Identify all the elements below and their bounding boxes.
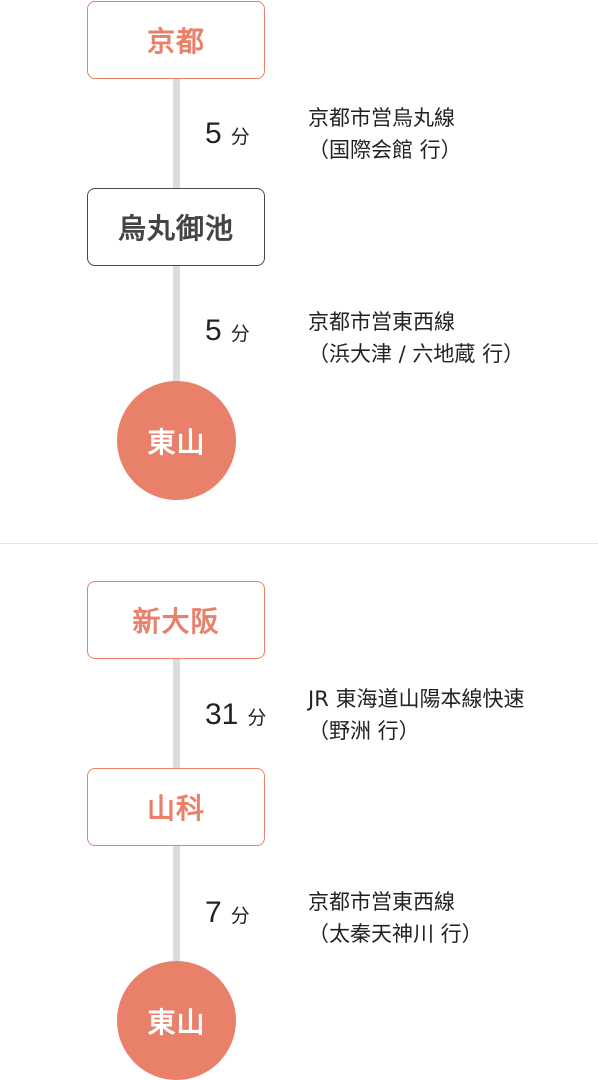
route-b-origin-station: 新大阪 (87, 581, 265, 659)
route-b-leg1-duration: 31 分 (205, 698, 285, 732)
route-a-leg1-direction: （国際会館 行） (308, 138, 462, 162)
route-b-destination-label: 東山 (147, 1005, 206, 1039)
section-divider (0, 543, 598, 544)
route-b-leg2-info: 京都市営東西線 （太秦天神川 行） (308, 886, 483, 950)
route-b-leg2-direction: （太秦天神川 行） (308, 922, 483, 946)
route-a-origin-label: 京都 (146, 25, 205, 58)
route-b-leg2-minutes: 7 (205, 896, 222, 929)
route-a-leg2-unit: 分 (230, 323, 250, 345)
route-a-leg1-duration: 5 分 (205, 117, 285, 151)
route-a-leg2-duration: 5 分 (205, 314, 285, 348)
route-a-transfer-station: 烏丸御池 (87, 188, 265, 266)
route-a-leg1-info: 京都市営烏丸線 （国際会館 行） (308, 102, 462, 166)
route-a-leg1-line: 京都市営烏丸線 (308, 106, 455, 130)
route-b-leg1-unit: 分 (247, 707, 267, 729)
route-a-leg2-direction: （浜大津 / 六地蔵 行） (308, 342, 525, 366)
route-a-leg2-line: 京都市営東西線 (308, 310, 455, 334)
route-b-leg2-unit: 分 (230, 905, 250, 927)
route-b-leg1-info: JR 東海道山陽本線快速 （野洲 行） (308, 683, 524, 747)
route-a-leg2-info: 京都市営東西線 （浜大津 / 六地蔵 行） (308, 306, 524, 370)
route-a-leg2-minutes: 5 (205, 314, 222, 347)
route-b-transfer-label: 山科 (146, 792, 205, 825)
route-b-leg1-minutes: 31 (205, 698, 239, 731)
route-a-leg1-minutes: 5 (205, 117, 222, 150)
route-b-leg1-line: JR 東海道山陽本線快速 (308, 687, 525, 711)
route-b-destination-station: 東山 (117, 961, 236, 1080)
route-a-destination-station: 東山 (117, 381, 236, 500)
route-a-origin-station: 京都 (87, 1, 265, 79)
route-b-transfer-station: 山科 (87, 768, 265, 846)
route-b-leg2-line: 京都市営東西線 (308, 890, 455, 914)
route-b-origin-label: 新大阪 (132, 605, 220, 638)
route-b-leg1-direction: （野洲 行） (308, 719, 420, 743)
route-a-transfer-label: 烏丸御池 (117, 212, 234, 245)
route-a-leg1-unit: 分 (230, 126, 250, 148)
route-b-leg2-duration: 7 分 (205, 896, 285, 930)
route-a-destination-label: 東山 (147, 425, 206, 459)
